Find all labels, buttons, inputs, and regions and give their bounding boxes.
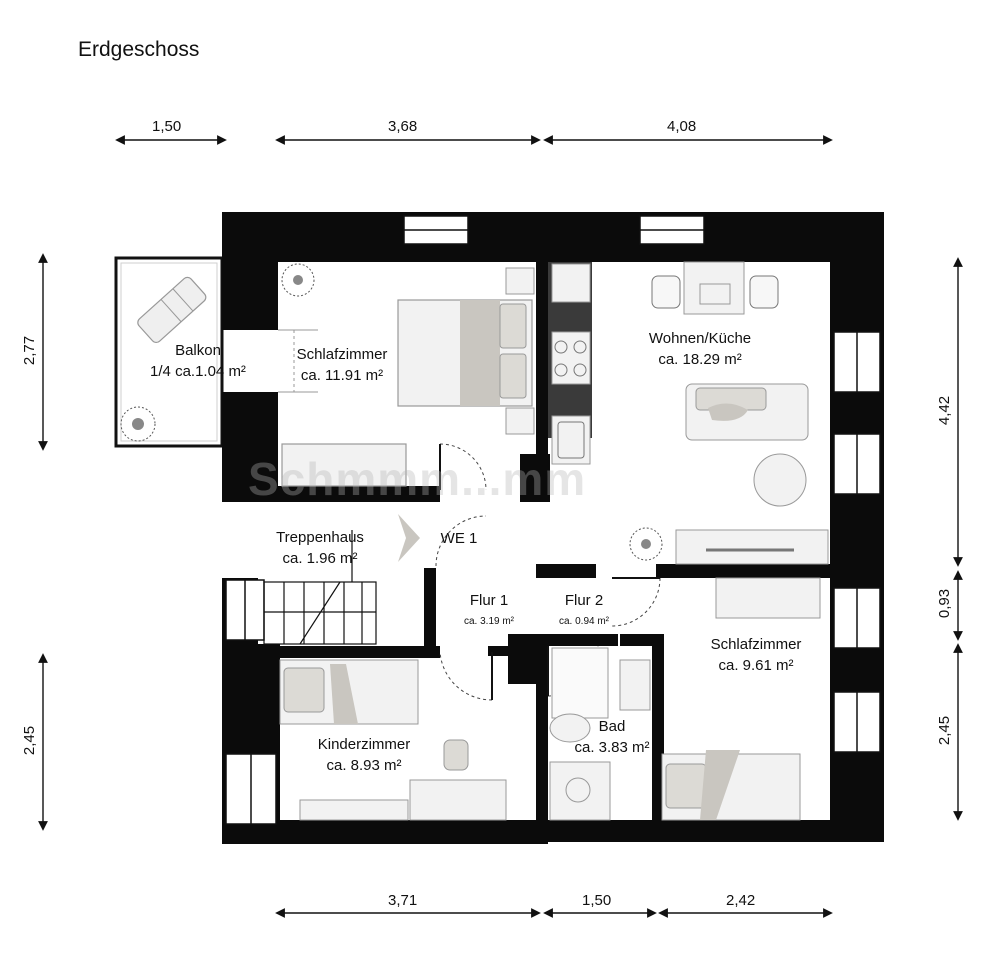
walls [222, 212, 884, 844]
dim-right-1: 4,42 [936, 395, 954, 426]
shelf [299, 799, 409, 821]
tv-board [675, 529, 829, 565]
dim-top-2: 3,68 [388, 118, 418, 135]
bed-2 [661, 750, 801, 821]
wardrobe-1 [281, 443, 407, 487]
sofa [685, 383, 809, 441]
plant-icon [281, 263, 315, 297]
dim-top-3: 4,08 [667, 118, 697, 135]
kitchen-counter [548, 262, 592, 465]
dining-table [651, 261, 779, 315]
chair [443, 739, 469, 771]
plant-icon [120, 406, 156, 442]
dim-left-2: 2,45 [21, 725, 39, 756]
dim-top-1: 1,50 [152, 118, 182, 135]
entrance-arrow [398, 514, 420, 562]
door-leaves [439, 444, 660, 700]
desk [409, 779, 507, 821]
staircase [263, 530, 377, 645]
dim-bottom-2: 1,50 [582, 892, 612, 909]
page-title: Erdgeschoss [78, 38, 200, 61]
dim-left-1: 2,77 [21, 335, 39, 366]
balcony [114, 256, 224, 448]
dimension-lines [38, 135, 963, 918]
dim-bottom-3: 2,42 [726, 892, 756, 909]
watermark: Schmmm...mm [248, 453, 587, 505]
bed-1 [397, 299, 533, 407]
bath-fixtures [549, 647, 651, 821]
balcony-door [278, 329, 318, 393]
bed-kinder [279, 659, 419, 725]
unit-label: WE 1 [440, 530, 478, 547]
dim-right-2: 0,93 [936, 588, 954, 619]
dim-right-3: 2,45 [936, 715, 954, 746]
wardrobe-2 [715, 577, 821, 619]
plant-icon [629, 527, 663, 561]
nightstand-1 [505, 267, 535, 295]
windows [225, 215, 881, 825]
door-swings [435, 443, 661, 701]
coffee-table [753, 453, 807, 507]
nightstand-2 [505, 407, 535, 435]
dim-bottom-1: 3,71 [388, 892, 418, 909]
balcony-lounger [137, 276, 207, 344]
